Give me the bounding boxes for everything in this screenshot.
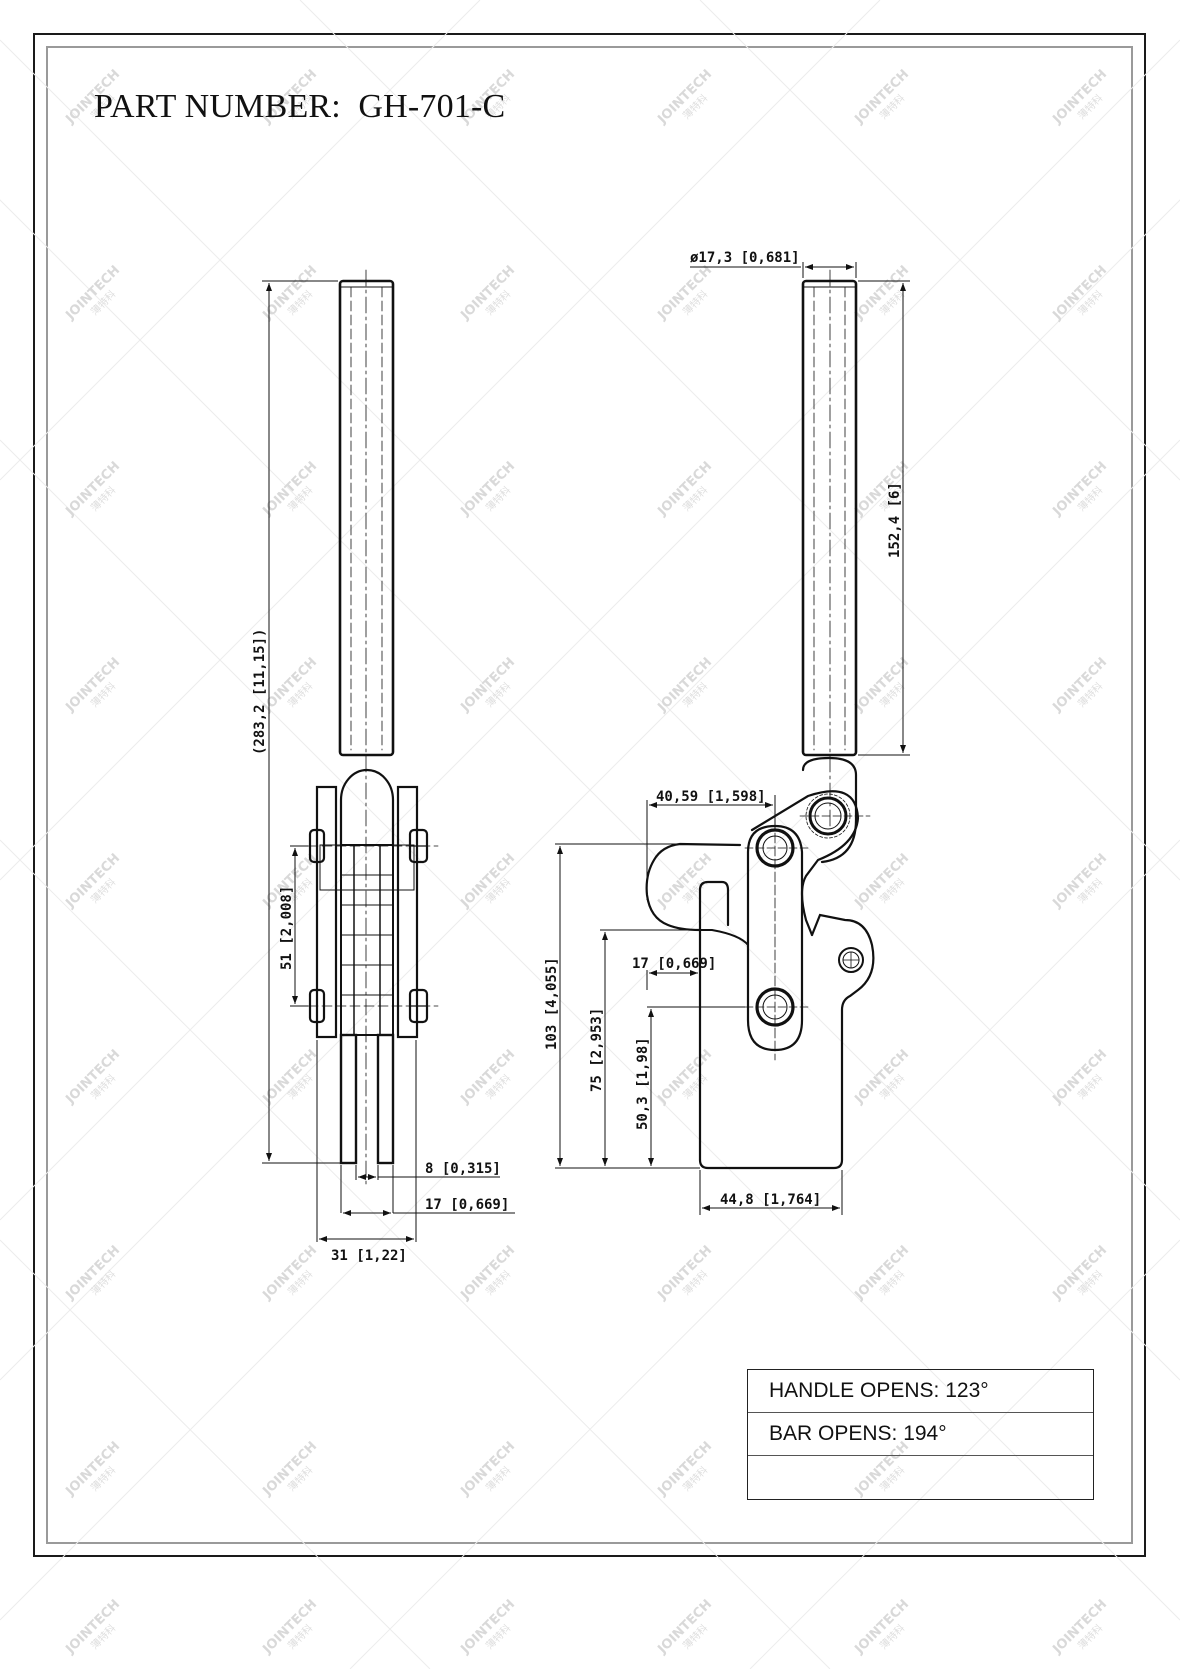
drawing-border-outer — [33, 33, 1146, 1557]
dim-overall-height-side: 103 [4,055] — [544, 957, 560, 1050]
dim-outer-width: 31 [1,22] — [331, 1248, 407, 1264]
spec-row-empty — [748, 1456, 1093, 1499]
front-view — [293, 269, 439, 1186]
spec-row-handle-opens: HANDLE OPENS: 123° — [748, 1370, 1093, 1413]
side-view — [645, 269, 875, 1170]
side-view-dimensions — [555, 262, 910, 1215]
handle-tube-side — [801, 279, 858, 757]
dim-bar-width: 8 [0,315] — [425, 1161, 501, 1177]
dim-pivot-offset: 40,59 [1,598] — [656, 789, 766, 805]
spec-table: HANDLE OPENS: 123° BAR OPENS: 194° — [747, 1369, 1094, 1500]
dim-base-pivot-height: 50,3 [1,98] — [635, 1037, 651, 1130]
dim-arm-height: 75 [2,953] — [589, 1008, 605, 1092]
dim-base-width: 44,8 [1,764] — [720, 1192, 821, 1208]
dim-overall-height-front: (283,2 [11,15]) — [252, 629, 268, 755]
drawing-border-inner — [46, 46, 1133, 1544]
dim-inner-width: 17 [0,669] — [425, 1197, 509, 1213]
spec-row-bar-opens: BAR OPENS: 194° — [748, 1413, 1093, 1456]
dim-handle-length: 152,4 [6] — [887, 482, 903, 558]
handle-tube-front — [338, 279, 395, 757]
dim-handle-diameter: ø17,3 [0,681] — [690, 250, 800, 266]
dim-bolt-spacing: 51 [2,008] — [279, 886, 295, 970]
dim-throat-width: 17 [0,669] — [632, 956, 716, 972]
front-view-dimensions — [262, 280, 515, 1242]
page-title: PART NUMBER: GH-701-C — [94, 88, 506, 125]
